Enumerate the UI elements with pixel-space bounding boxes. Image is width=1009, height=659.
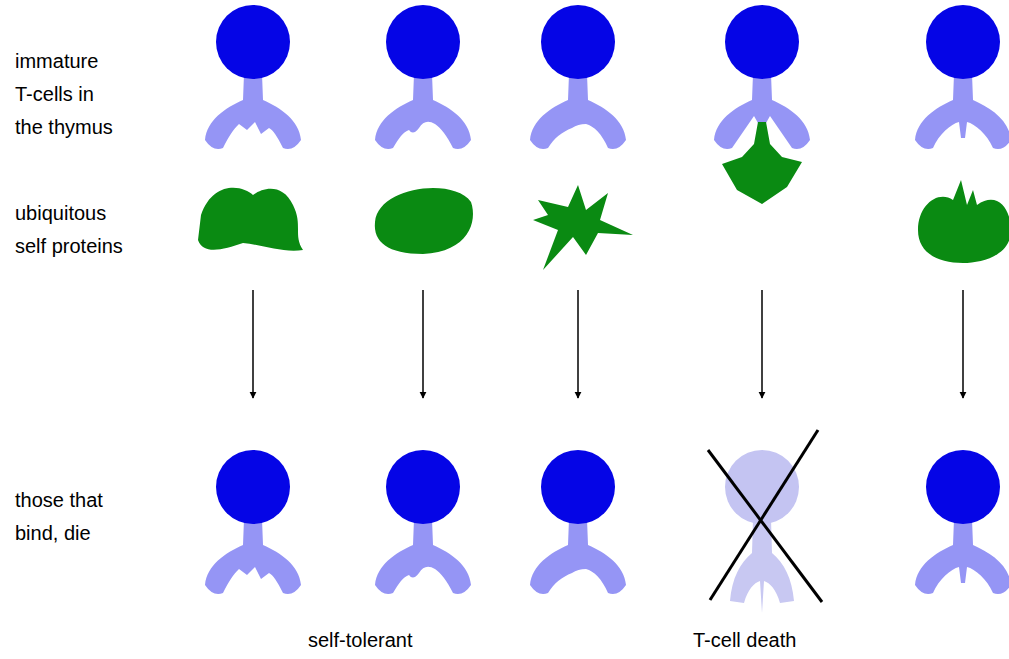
self-protein bbox=[198, 188, 303, 251]
death-cross bbox=[708, 430, 822, 602]
self-protein bbox=[918, 180, 1009, 263]
row-label: ubiquitous self proteins bbox=[15, 197, 140, 263]
t-cell bbox=[530, 450, 626, 594]
result-label: T-cell death bbox=[693, 624, 796, 657]
immature-cells bbox=[205, 5, 1009, 149]
self-protein bbox=[533, 185, 633, 270]
t-cell bbox=[725, 450, 799, 613]
cross-line bbox=[710, 430, 818, 600]
t-cell-receptor bbox=[530, 74, 626, 149]
t-cell-body bbox=[216, 450, 290, 524]
row-label: those that bind, die bbox=[15, 484, 125, 550]
t-cell-receptor bbox=[205, 74, 301, 149]
t-cell-receptor bbox=[375, 74, 471, 149]
t-cell-body bbox=[926, 450, 1000, 524]
t-cell-receptor bbox=[915, 519, 1009, 594]
t-cell bbox=[205, 5, 301, 149]
selected-cells bbox=[205, 450, 1009, 613]
t-cell-body bbox=[725, 5, 799, 79]
arrow bbox=[761, 290, 763, 398]
t-cell-body bbox=[541, 5, 615, 79]
t-cell-receptor bbox=[375, 519, 471, 594]
t-cell-body bbox=[386, 5, 460, 79]
t-cell bbox=[205, 450, 301, 594]
cross-line bbox=[708, 450, 822, 602]
self-protein bbox=[722, 122, 802, 204]
t-cell-body bbox=[541, 450, 615, 524]
arrow bbox=[422, 290, 424, 398]
t-cell bbox=[530, 5, 626, 149]
self-protein bbox=[375, 188, 473, 254]
t-cell-receptor bbox=[205, 519, 301, 594]
t-cell-receptor bbox=[915, 74, 1009, 149]
result-label: self-tolerant bbox=[308, 624, 413, 657]
t-cell bbox=[915, 5, 1009, 149]
t-cell-body bbox=[386, 450, 460, 524]
t-cell-body bbox=[216, 5, 290, 79]
t-cell-body bbox=[926, 5, 1000, 79]
arrow bbox=[252, 290, 254, 398]
arrow bbox=[962, 290, 964, 398]
arrow bbox=[577, 290, 579, 398]
t-cell bbox=[915, 450, 1009, 594]
arrows bbox=[253, 290, 963, 398]
row-label: immature T-cells in the thymus bbox=[15, 45, 120, 144]
t-cell-receptor bbox=[530, 519, 626, 594]
t-cell-receptor bbox=[730, 519, 794, 613]
t-cell bbox=[375, 450, 471, 594]
t-cell bbox=[375, 5, 471, 149]
self-proteins bbox=[198, 122, 1009, 270]
